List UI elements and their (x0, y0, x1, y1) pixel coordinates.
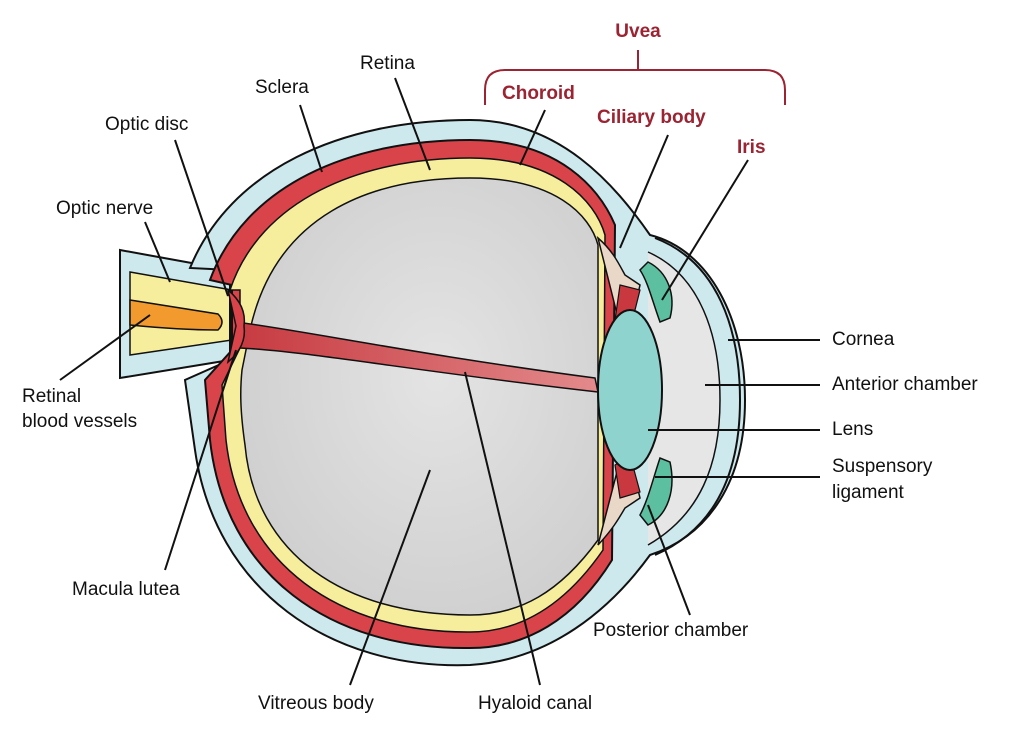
uvea-bracket (484, 50, 786, 105)
label-suspensory-1: Suspensory (832, 456, 933, 477)
label-cornea: Cornea (832, 329, 895, 350)
label-sclera: Sclera (255, 77, 309, 98)
label-lens: Lens (832, 419, 874, 440)
cornea (654, 237, 742, 556)
vitreous-body (240, 177, 599, 616)
leader-lines (59, 77, 820, 686)
label-posterior-chamber: Posterior chamber (593, 620, 749, 641)
iris (639, 261, 673, 526)
label-anterior-chamber: Anterior chamber (832, 374, 978, 395)
retinal-blood-vessel (129, 299, 223, 331)
label-choroid: Choroid (502, 83, 575, 104)
optic-nerve (119, 248, 233, 380)
label-macula-lutea: Macula lutea (72, 579, 180, 600)
lens (597, 309, 663, 471)
label-optic-disc: Optic disc (105, 114, 189, 135)
label-retinal-vessels-1: Retinal (22, 386, 82, 407)
label-retinal-vessels-2: blood vessels (22, 411, 138, 432)
label-uvea: Uvea (615, 21, 661, 42)
label-vitreous-body: Vitreous body (258, 693, 374, 714)
label-hyaloid-canal: Hyaloid canal (478, 693, 593, 714)
optic-disc (226, 288, 246, 364)
label-iris: Iris (737, 137, 766, 158)
label-suspensory-2: ligament (832, 482, 904, 503)
label-optic-nerve: Optic nerve (56, 198, 154, 219)
label-ciliary-body: Ciliary body (597, 107, 706, 128)
label-retina: Retina (360, 53, 415, 74)
